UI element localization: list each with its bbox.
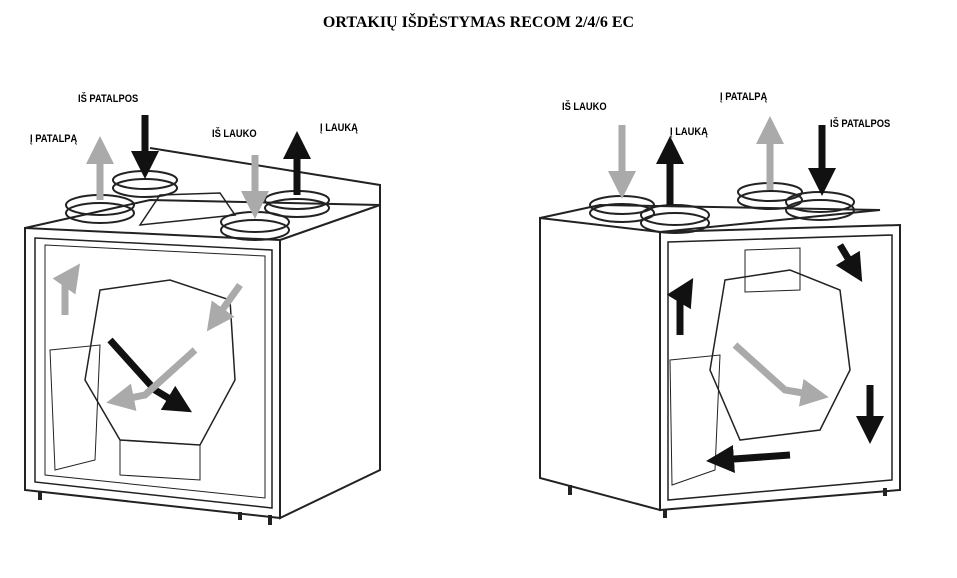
left-label-i-patalpa: Į PATALPĄ [30, 133, 78, 145]
right-label-i-patalpa: Į PATALPĄ [720, 91, 768, 103]
diagram-title: ORTAKIŲ IŠDĖSTYMAS RECOM 2/4/6 EC [322, 14, 635, 31]
left-label-is-lauko: IŠ LAUKO [212, 128, 257, 140]
right-unit [539, 182, 901, 518]
right-label-is-lauko: IŠ LAUKO [562, 101, 607, 113]
left-unit [24, 147, 381, 525]
right-flow-arrows [608, 116, 884, 473]
right-duct-collars [589, 182, 855, 234]
left-label-i-lauka: Į LAUKĄ [320, 122, 358, 134]
left-label-is-patalpos: IŠ PATALPOS [78, 93, 139, 105]
left-duct-collars [65, 170, 330, 241]
left-flow-arrows [52, 115, 311, 413]
right-label-is-patalpos: IŠ PATALPOS [830, 118, 891, 130]
right-label-i-lauka: Į LAUKĄ [670, 126, 708, 138]
